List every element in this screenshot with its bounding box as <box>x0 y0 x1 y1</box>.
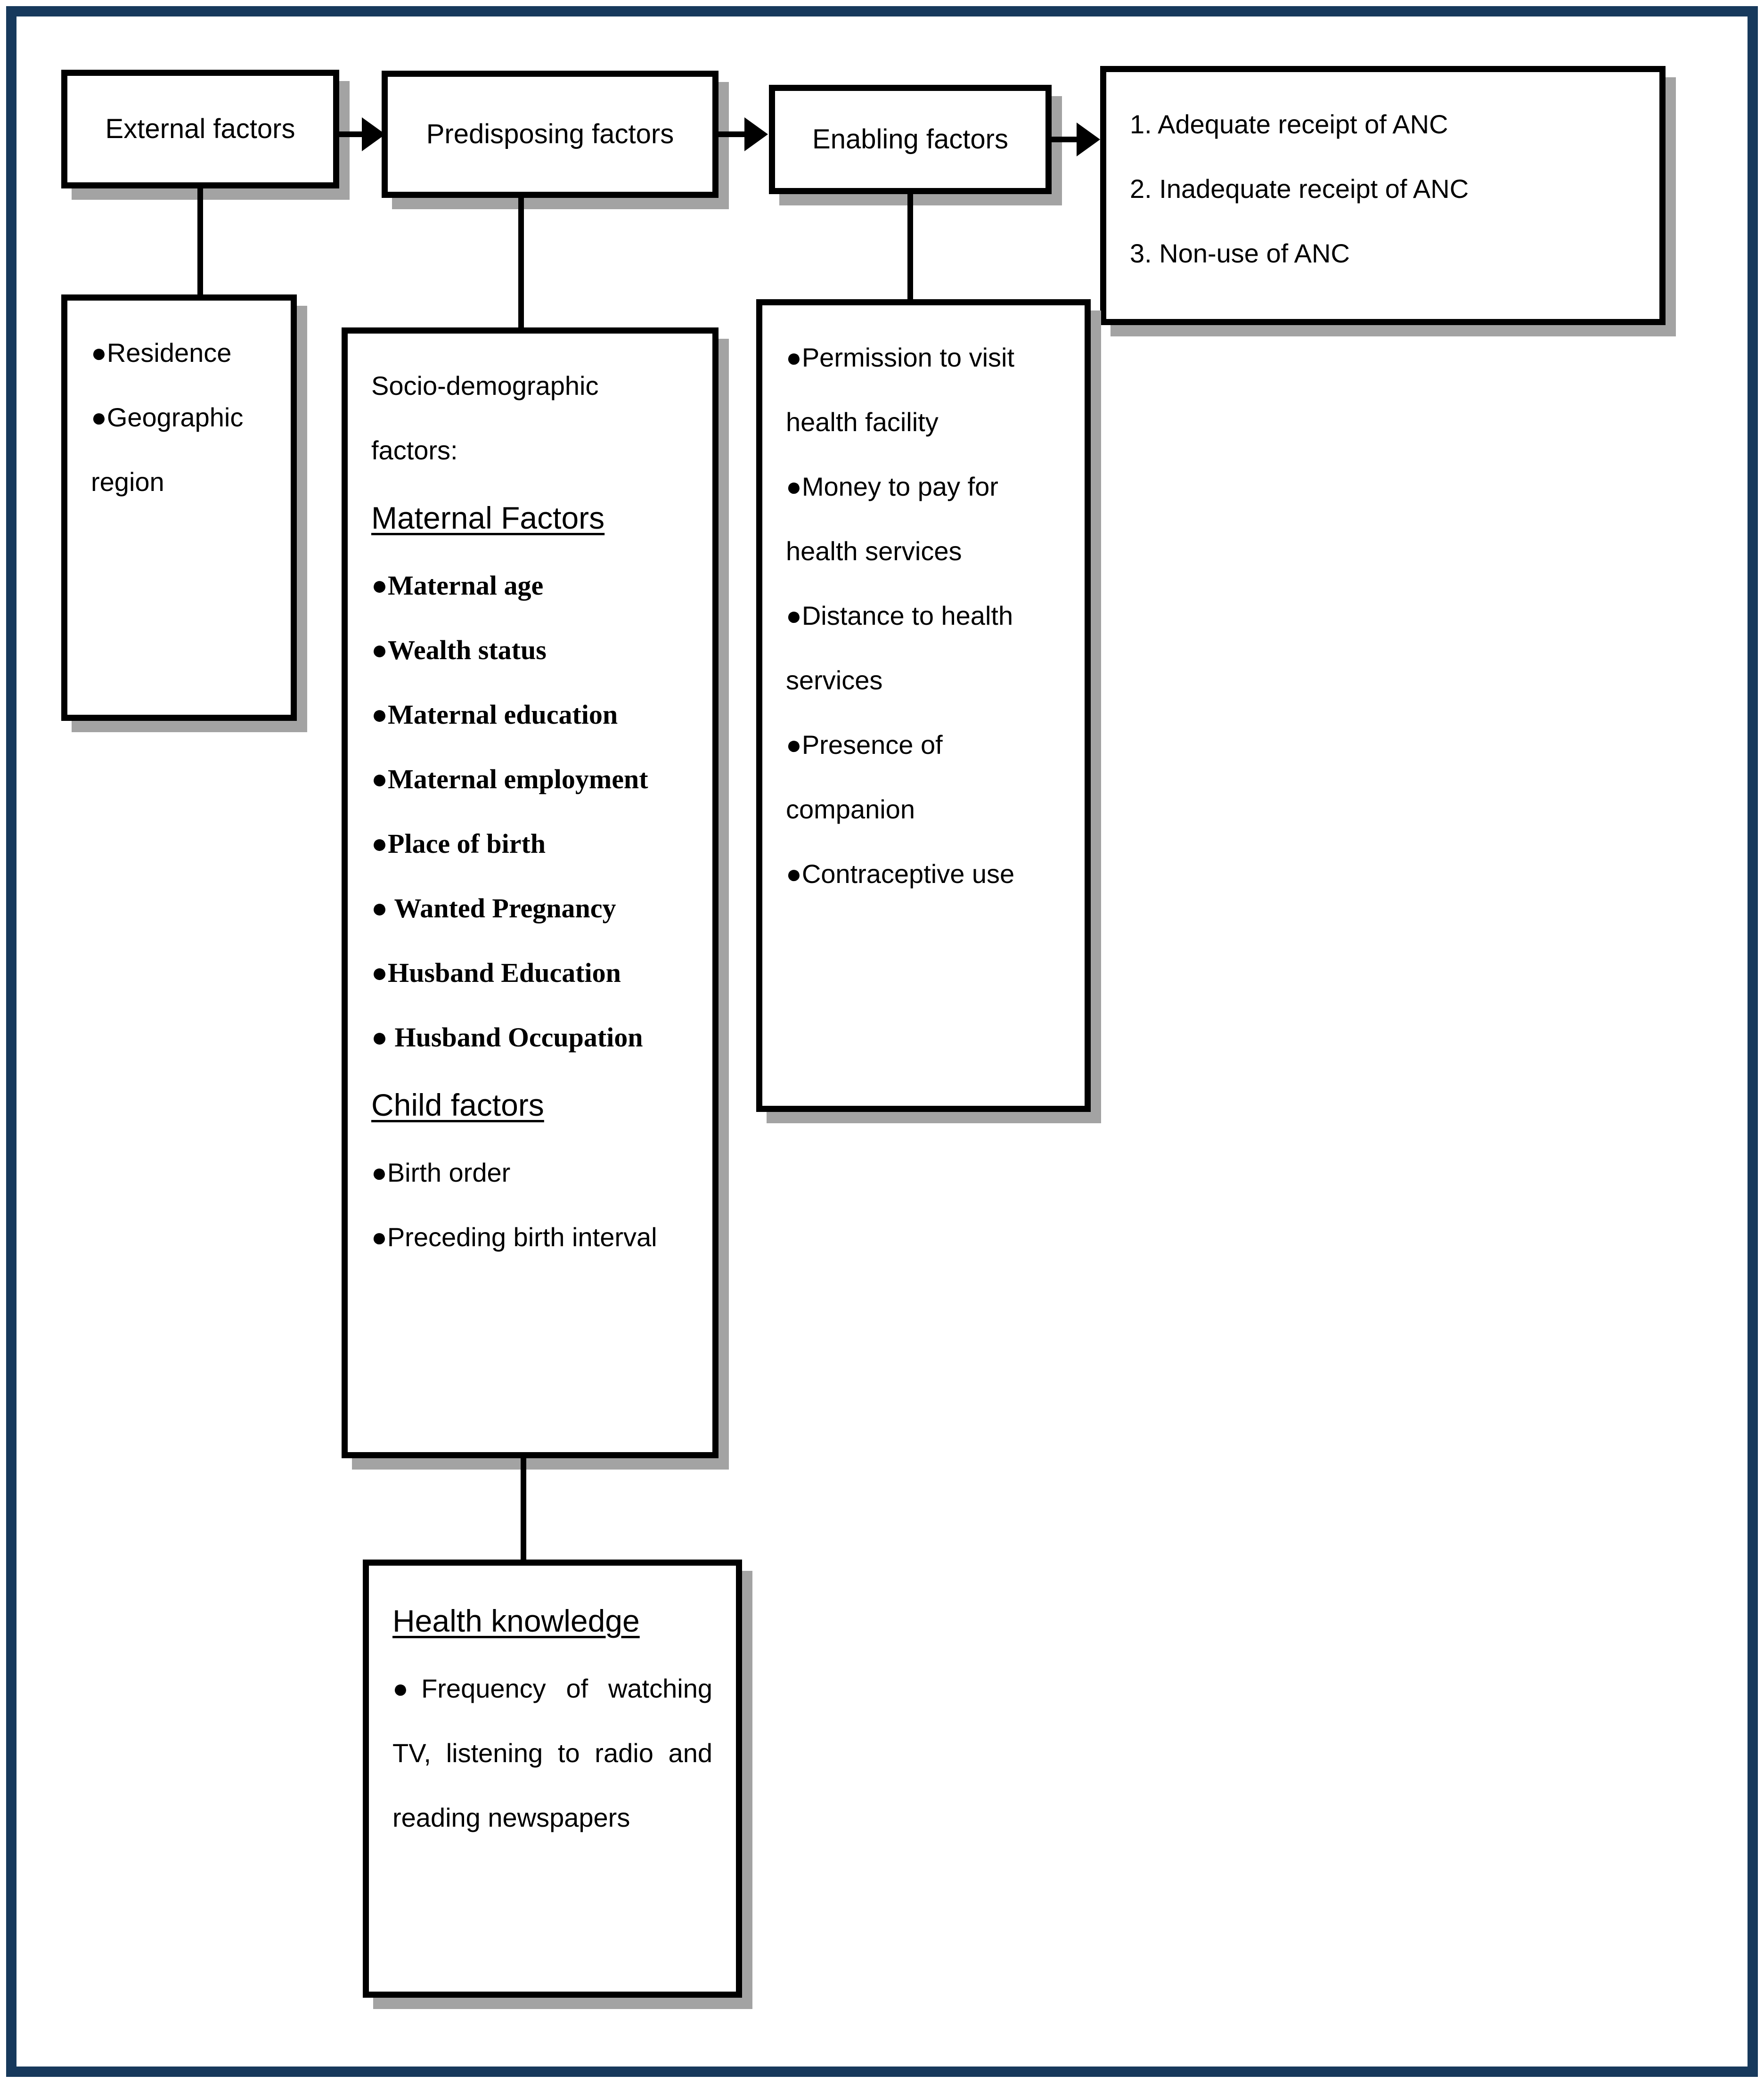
bullet-maternal-employment: ●Maternal employment <box>371 764 648 794</box>
node-anc-outcomes: 1. Adequate receipt of ANC 2. Inadequate… <box>1100 66 1666 325</box>
bullet-wealth-status: ●Wealth status <box>371 635 547 665</box>
bullet-place-of-birth: ●Place of birth <box>371 828 546 859</box>
bullet-residence: ●Residence <box>91 338 232 368</box>
sociodemographic-intro: Socio-demographic factors: <box>371 371 599 465</box>
bullet-maternal-education: ●Maternal education <box>371 699 618 730</box>
bullet-contraceptive-use: ●Contraceptive use <box>786 859 1015 889</box>
bullet-geographic-region: ●Geographic region <box>91 402 244 497</box>
node-predisposing-factors: Predisposing factors <box>382 71 719 198</box>
bullet-wanted-pregnancy: ● Wanted Pregnancy <box>371 893 616 923</box>
bullet-maternal-age: ●Maternal age <box>371 570 544 601</box>
node-enabling-detail: ●Permission to visit health facility ●Mo… <box>756 299 1091 1112</box>
health-knowledge-heading: Health knowledge <box>392 1603 640 1638</box>
connector-enabling-to-detail <box>907 194 913 299</box>
node-enabling-factors: Enabling factors <box>769 85 1052 194</box>
node-predisposing-factors-label: Predisposing factors <box>426 118 674 149</box>
arrow-enabling-to-outcomes-head-icon <box>1077 123 1100 156</box>
outcome-item-adequate: 1. Adequate receipt of ANC <box>1130 109 1448 139</box>
bullet-presence-of-companion: ●Presence of companion <box>786 730 943 824</box>
bullet-money-to-pay: ●Money to pay for health services <box>786 472 998 566</box>
node-external-factors: External factors <box>61 70 339 188</box>
child-factors-heading: Child factors <box>371 1087 544 1122</box>
bullet-preceding-birth-interval: ●Preceding birth interval <box>371 1222 657 1252</box>
bullet-media-frequency: ●Frequency of watching TV, listening to … <box>392 1674 712 1832</box>
node-health-knowledge: Health knowledge ●Frequency of watching … <box>363 1560 742 1998</box>
node-external-factors-label: External factors <box>105 113 295 144</box>
arrow-external-to-predisposing-head-icon <box>362 117 385 151</box>
bullet-husband-occupation: ● Husband Occupation <box>371 1022 643 1053</box>
bullet-husband-education: ●Husband Education <box>371 957 621 988</box>
page-border-frame <box>6 6 1758 2077</box>
arrow-external-to-predisposing-line <box>339 131 363 137</box>
bullet-birth-order: ●Birth order <box>371 1158 511 1187</box>
connector-predisposing-to-sociodemographic <box>518 198 524 327</box>
outcome-item-inadequate: 2. Inadequate receipt of ANC <box>1130 174 1469 204</box>
arrow-predisposing-to-enabling-line <box>719 131 745 137</box>
node-sociodemographic-factors: Socio-demographic factors: Maternal Fact… <box>342 327 719 1458</box>
node-enabling-factors-label: Enabling factors <box>812 123 1008 155</box>
connector-sociodemographic-to-health-knowledge <box>521 1458 526 1560</box>
connector-external-to-detail <box>197 188 203 294</box>
arrow-predisposing-to-enabling-head-icon <box>744 117 768 151</box>
anc-outcomes-content: 1. Adequate receipt of ANC 2. Inadequate… <box>1106 72 1659 305</box>
node-external-detail: ●Residence ●Geographic region <box>61 294 297 721</box>
maternal-factors-heading: Maternal Factors <box>371 500 605 535</box>
bullet-permission-to-visit: ●Permission to visit health facility <box>786 343 1015 437</box>
arrow-enabling-to-outcomes-line <box>1052 137 1079 142</box>
sociodemographic-content: Socio-demographic factors: Maternal Fact… <box>348 334 712 1289</box>
health-knowledge-content: Health knowledge ●Frequency of watching … <box>369 1566 736 1870</box>
external-detail-content: ●Residence ●Geographic region <box>67 301 291 534</box>
bullet-distance-to-health: ●Distance to health services <box>786 601 1013 695</box>
outcome-item-nonuse: 3. Non-use of ANC <box>1130 238 1350 268</box>
enabling-detail-content: ●Permission to visit health facility ●Mo… <box>762 305 1085 926</box>
